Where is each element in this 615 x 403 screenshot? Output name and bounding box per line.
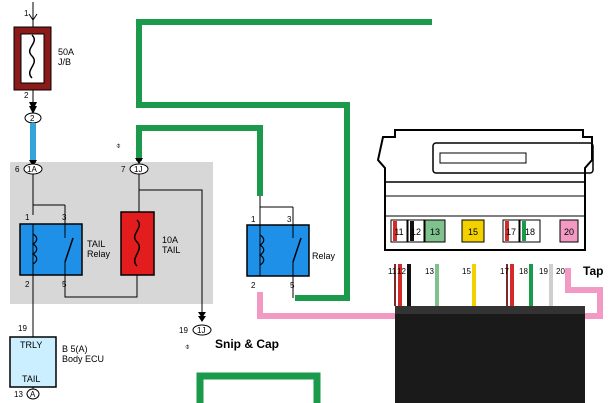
connector-a <box>26 388 40 400</box>
cavity-label-11: 11 <box>394 227 403 237</box>
snip-cap-annotation: Snip & Cap <box>215 337 279 351</box>
ground-symbol-icon: ⌽ <box>116 141 121 150</box>
pink-wire <box>257 268 603 319</box>
ecu-label-tail: TAIL <box>22 374 40 384</box>
svg-text:6: 6 <box>15 165 20 174</box>
wire-number-12: 12 <box>397 267 406 276</box>
relay-coil-icon <box>31 233 38 265</box>
wire-number-11: 11 <box>388 267 397 276</box>
ecu-ref: B 5(A) <box>62 344 88 354</box>
harness-conduit <box>395 306 585 403</box>
svg-text:Relay: Relay <box>312 251 336 261</box>
svg-text:1J: 1J <box>134 165 142 174</box>
svg-text:A: A <box>30 390 36 399</box>
connector-1j-bottom <box>192 324 212 336</box>
fuse-location: J/B <box>58 57 71 67</box>
green-wire-bottom <box>196 372 321 403</box>
fuse-element-icon <box>134 219 140 267</box>
svg-text:2: 2 <box>251 281 256 290</box>
fuse-pin-bottom: 2 <box>24 91 29 100</box>
cavity-label-15: 15 <box>468 227 478 237</box>
cavity-stripe-11 <box>393 221 397 241</box>
cavity-15 <box>461 219 485 243</box>
wire-number-17: 17 <box>500 267 509 276</box>
svg-text:2: 2 <box>30 114 35 123</box>
svg-text:13: 13 <box>14 390 23 399</box>
fuse-10a-tail <box>120 211 155 276</box>
svg-text:2: 2 <box>25 280 30 289</box>
svg-text:Relay: Relay <box>87 249 111 259</box>
svg-text:TAIL: TAIL <box>87 239 105 249</box>
relay-coil-icon <box>258 234 265 266</box>
cavity-label-18: 18 <box>525 227 535 237</box>
cavity-stripe-17 <box>505 221 509 241</box>
harness-cavities: 11 12 13 15 17 18 20 <box>390 219 579 243</box>
svg-text:19: 19 <box>179 326 188 335</box>
svg-text:19: 19 <box>18 324 27 333</box>
connector-arrow-icon <box>29 102 37 114</box>
ecu-name: Body ECU <box>62 354 104 364</box>
svg-text:1A: 1A <box>27 165 37 174</box>
svg-text:7: 7 <box>121 165 126 174</box>
relay-switch-icon <box>64 237 74 263</box>
wire-number-13: 13 <box>425 267 434 276</box>
cavity-stripe-12 <box>410 221 414 241</box>
tail-relay <box>19 223 83 276</box>
svg-text:1J: 1J <box>197 326 205 335</box>
fuse-rating: 50A <box>58 47 74 57</box>
green-wire-feed <box>136 19 432 301</box>
svg-text:TAIL: TAIL <box>162 245 180 255</box>
svg-text:3: 3 <box>287 215 292 224</box>
wire-number-18: 18 <box>519 267 528 276</box>
fuse-pin-top: 1 <box>24 9 29 18</box>
relay-switch-icon <box>292 237 302 263</box>
cavity-20 <box>559 219 579 243</box>
ground-symbol-icon: ⌽ <box>185 342 190 351</box>
wire-number-20: 20 <box>556 267 565 276</box>
added-relay <box>246 224 310 277</box>
fuse-element-icon <box>29 34 35 79</box>
fuse-50a <box>13 26 52 91</box>
cavity-label-12: 12 <box>411 227 421 237</box>
cavity-label-17: 17 <box>506 227 516 237</box>
svg-text:1: 1 <box>251 215 256 224</box>
svg-text:3: 3 <box>62 213 67 222</box>
cavity-13 <box>424 219 446 243</box>
svg-text:10A: 10A <box>162 235 178 245</box>
supply-arrow-icon <box>28 13 38 21</box>
cavity-label-20: 20 <box>564 227 574 237</box>
tap-annotation: Tap <box>583 264 603 278</box>
cavity-stripe-18 <box>522 221 526 241</box>
ecu-label-trly: TRLY <box>20 340 42 350</box>
green-wire-branch <box>136 125 263 196</box>
wire-number-19: 19 <box>539 267 548 276</box>
svg-text:1: 1 <box>25 213 30 222</box>
wire-number-15: 15 <box>462 267 471 276</box>
body-ecu <box>9 336 57 388</box>
cavity-label-13: 13 <box>430 227 440 237</box>
